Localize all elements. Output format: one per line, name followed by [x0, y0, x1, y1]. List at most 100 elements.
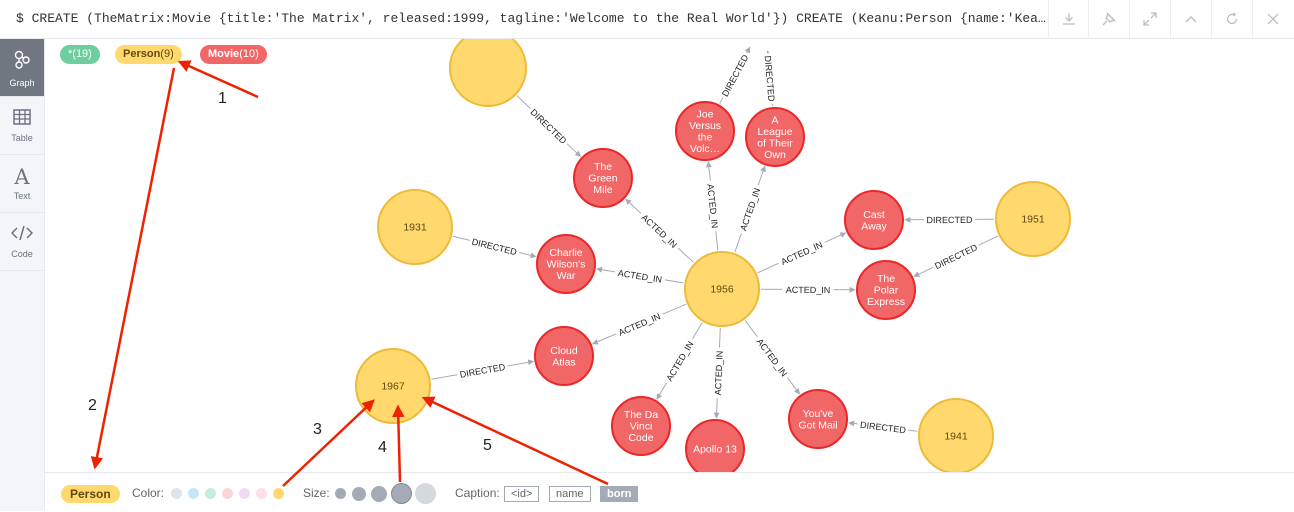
- relationship[interactable]: ACTED_IN: [656, 322, 703, 400]
- node-circle[interactable]: [675, 101, 735, 161]
- person-node[interactable]: 1941: [918, 398, 994, 472]
- node-caption: Polar: [874, 285, 899, 297]
- color-swatch-selected[interactable]: [273, 488, 284, 499]
- relationship[interactable]: ACTED_IN: [760, 283, 856, 296]
- size-option-selected[interactable]: [392, 484, 411, 503]
- result-frame-header: $ CREATE (TheMatrix:Movie {title:'The Ma…: [0, 0, 1294, 39]
- node-caption: Vinci: [630, 421, 653, 433]
- sidebar-item-text[interactable]: A Text: [0, 155, 44, 213]
- node-circle[interactable]: [995, 181, 1071, 257]
- node-circle[interactable]: [449, 39, 527, 107]
- node-circle[interactable]: [788, 389, 848, 449]
- node-circle[interactable]: [856, 260, 916, 320]
- rerun-icon[interactable]: [1211, 0, 1252, 38]
- color-swatch[interactable]: [239, 488, 250, 499]
- relationship-label-bg: [704, 180, 722, 232]
- size-label: Size:: [303, 486, 330, 500]
- node-caption: The Da: [624, 409, 659, 421]
- node-caption: Apollo 13: [693, 444, 737, 456]
- color-swatch[interactable]: [188, 488, 199, 499]
- size-option[interactable]: [415, 483, 436, 504]
- movie-node[interactable]: Apollo 13: [685, 419, 745, 472]
- node-caption: of Their: [757, 137, 793, 149]
- node-circle[interactable]: [918, 398, 994, 472]
- close-icon[interactable]: [1252, 0, 1293, 38]
- relationship[interactable]: DIRECTED: [904, 213, 995, 226]
- node-circle[interactable]: [377, 189, 453, 265]
- relationship[interactable]: DIRECTED: [848, 417, 918, 437]
- relationship[interactable]: ACTED_IN: [591, 303, 687, 345]
- relationship-label-bg: [613, 308, 666, 340]
- relationship[interactable]: ACTED_IN: [734, 165, 766, 253]
- relationship[interactable]: ACTED_IN: [744, 320, 800, 395]
- pin-icon[interactable]: [1088, 0, 1129, 38]
- relationship[interactable]: DIRECTED: [913, 235, 999, 277]
- color-swatch[interactable]: [205, 488, 216, 499]
- node-circle[interactable]: [536, 234, 596, 294]
- sidebar-label: Table: [11, 133, 33, 143]
- sidebar-item-table[interactable]: Table: [0, 97, 44, 155]
- node-circle[interactable]: [611, 396, 671, 456]
- movie-node[interactable]: JoeVersustheVolc…: [675, 101, 735, 161]
- node-caption: Versus: [689, 120, 721, 132]
- caption-option-born[interactable]: born: [600, 486, 639, 502]
- relationship[interactable]: ACTED_IN: [704, 161, 722, 251]
- node-circle[interactable]: [534, 326, 594, 386]
- color-swatch[interactable]: [171, 488, 182, 499]
- node-caption: Code: [628, 432, 653, 444]
- person-node[interactable]: 1951: [995, 181, 1071, 257]
- person-node[interactable]: 1956: [684, 251, 760, 327]
- relationship[interactable]: DIRECTED: [761, 50, 779, 107]
- relationship[interactable]: ACTED_IN: [711, 327, 726, 419]
- node-circle[interactable]: [745, 107, 805, 167]
- person-node[interactable]: [449, 39, 527, 107]
- collapse-icon[interactable]: [1170, 0, 1211, 38]
- relationship[interactable]: ACTED_IN: [757, 232, 847, 274]
- relationship[interactable]: ACTED_IN: [625, 198, 694, 263]
- relationship[interactable]: DIRECTED: [431, 359, 535, 381]
- color-swatch[interactable]: [222, 488, 233, 499]
- node-caption: 1956: [710, 284, 734, 296]
- size-option[interactable]: [371, 486, 387, 502]
- label-pill-all[interactable]: *(19): [60, 45, 100, 64]
- download-icon[interactable]: [1048, 0, 1089, 38]
- sidebar-label: Text: [13, 191, 31, 201]
- label-pill-movie[interactable]: Movie(10): [200, 45, 267, 64]
- relationship[interactable]: ACTED_IN: [596, 265, 684, 286]
- relationship-type: ACTED_IN: [786, 285, 831, 295]
- expand-icon[interactable]: [1129, 0, 1170, 38]
- query-text[interactable]: $ CREATE (TheMatrix:Movie {title:'The Ma…: [16, 11, 1046, 26]
- caption-option-name[interactable]: name: [549, 486, 591, 502]
- node-circle[interactable]: [685, 419, 745, 472]
- relationship-label-bg: [717, 50, 753, 101]
- node-circle[interactable]: [684, 251, 760, 327]
- person-node[interactable]: 1967: [355, 348, 431, 424]
- sidebar-item-code[interactable]: Code: [0, 213, 44, 271]
- size-option[interactable]: [335, 488, 346, 499]
- node-circle[interactable]: [573, 148, 633, 208]
- caption-option-id[interactable]: <id>: [504, 486, 540, 502]
- relationship[interactable]: DIRECTED: [452, 234, 537, 259]
- label-pill-person[interactable]: Person(9): [115, 45, 182, 64]
- person-node[interactable]: 1931: [377, 189, 453, 265]
- node-caption: Volc…: [690, 143, 720, 155]
- node-caption: Express: [867, 296, 905, 308]
- color-swatch[interactable]: [256, 488, 267, 499]
- sidebar-item-graph[interactable]: Graph: [0, 39, 44, 97]
- relationship-label-bg: [636, 209, 683, 253]
- size-option[interactable]: [352, 487, 366, 501]
- node-circle[interactable]: [844, 190, 904, 250]
- relationship[interactable]: DIRECTED: [717, 46, 753, 104]
- relationship[interactable]: DIRECTED: [516, 95, 582, 157]
- footer-label-person[interactable]: Person: [61, 485, 120, 503]
